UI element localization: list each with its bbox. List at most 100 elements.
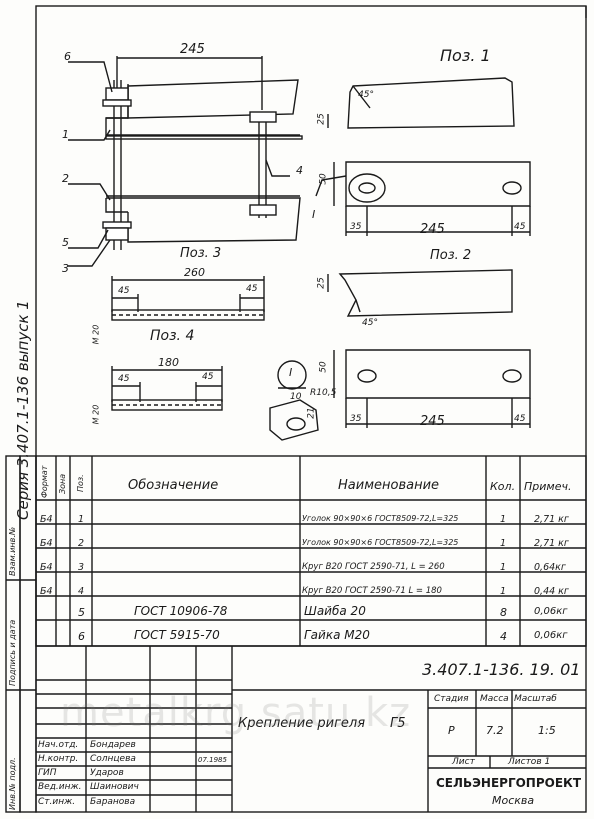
poz4-label: Поз. 4 [150,328,195,344]
cell-designation: ГОСТ 5915-70 [134,628,220,642]
org-city: Москва [492,794,535,807]
signer-role-2: Н.контр. [38,754,79,764]
callout-2: 2 [62,172,69,185]
cell-note: 0,06кг [534,606,568,617]
stage-label: Стадия [434,694,469,704]
cell-format: Б4 [40,586,53,597]
signer-role-3: ГИП [38,768,57,778]
cell-note: 2,71 кг [534,538,569,549]
cell-poz: 2 [78,538,85,549]
cell-note: 0,64кг [534,562,566,573]
cell-qty: 8 [500,606,507,619]
signer-name-4: Шаинович [90,782,139,792]
cell-name: Круг В20 ГОСТ 2590-71, L = 260 [302,562,445,572]
signer-name-1: Бондарев [90,740,136,750]
dim-50-b: 50 [318,361,329,373]
cell-note: 2,71 кг [534,514,569,525]
sign-date: 07.1985 [198,756,227,764]
cell-note: 0,06кг [534,630,568,641]
cell-qty: 1 [500,538,507,549]
cell-format: Б4 [40,562,53,573]
header-poz: Поз. [76,474,85,492]
header-zone: Зона [58,473,67,494]
dim-245-mid: 245 [420,222,445,237]
m20-a: М 20 [91,324,101,345]
dim-10: 10 [290,392,302,402]
dim-45-a: 45 [514,222,526,232]
stamp-sign-label: Подпись и дата [8,619,17,686]
cell-poz: 1 [78,514,85,525]
detail-i-circle-label: I [289,366,293,379]
signer-role-1: Нач.отд. [38,740,79,750]
cell-format: Б4 [40,514,53,525]
callout-5: 5 [62,236,69,249]
dim-35-b: 35 [350,414,362,424]
callout-6: 6 [64,50,71,63]
cell-designation: ГОСТ 10906-78 [134,604,228,618]
cell-poz: 6 [78,630,85,643]
stamp-inv-label: Инв.№ подл. [8,757,17,810]
org-name: СЕЛЬЭНЕРГОПРОЕКТ [436,776,582,790]
header-designation: Обозначение [128,478,219,493]
signer-name-2: Солнцева [90,754,136,764]
dim-50-a: 50 [318,173,329,185]
dim-25-b: 25 [316,277,327,289]
callout-1: 1 [62,128,69,141]
header-name: Наименование [338,478,440,493]
scale-value: 1:5 [538,724,556,737]
sheet-id: 3.407.1-136. 19. 01 [422,660,581,679]
poz3-label: Поз. 3 [180,246,222,261]
cell-name: Уголок 90×90×6 ГОСТ8509-72,L=325 [302,514,459,523]
cell-format: Б4 [40,538,53,549]
callout-3: 3 [62,262,69,275]
scale-label: Масштаб [514,694,557,704]
dim-180: 180 [158,356,179,369]
dim-45-c: 45 [118,286,130,296]
header-qty: Кол. [490,480,516,493]
cell-poz: 5 [78,606,85,619]
dim-25-a: 25 [316,113,327,125]
callout-4: 4 [296,164,303,177]
signer-name-3: Ударов [90,768,124,778]
dim-245-bot: 245 [420,414,445,429]
dim-21: 21 [306,407,317,419]
cell-qty: 1 [500,562,507,573]
signer-name-5: Баранова [90,797,136,807]
dim-r105: R10,5 [310,388,337,398]
cell-name: Уголок 90×90×6 ГОСТ8509-72,L=325 [302,538,459,547]
cell-note: 0,44 кг [534,586,569,597]
dim-45-e: 45 [118,374,130,384]
detail-i-ref-label: I [312,208,316,221]
m20-b: М 20 [91,404,101,425]
header-note: Примеч. [524,480,572,493]
poz1-label: Поз. 1 [440,46,491,65]
stamp-replace-label: Взам.инв.№ [8,526,17,576]
signer-role-5: Ст.инж. [38,797,76,807]
cell-poz: 4 [78,586,85,597]
angle-45-b: 45° [362,318,378,328]
sheet-label: Лист [452,757,475,767]
dim-245-top: 245 [180,42,205,57]
dim-45-f: 45 [202,372,214,382]
cell-poz: 3 [78,562,85,573]
watermark: metalkrg.satu.kz [60,690,412,736]
dim-45-d: 45 [246,284,258,294]
cell-qty: 1 [500,514,507,525]
header-format: Формат [40,465,49,498]
dim-260: 260 [184,266,205,279]
dim-35-a: 35 [350,222,362,232]
cell-qty: 4 [500,630,507,643]
dim-45-b: 45 [514,414,526,424]
cell-name: Шайба 20 [304,604,366,618]
drawing-title: Крепление ригеля [238,716,366,731]
signer-role-4: Вед.инж. [38,782,82,792]
cell-name: Гайка М20 [304,628,370,642]
cell-qty: 1 [500,586,507,597]
stage-value: Р [448,724,455,737]
drawing-mark: Г5 [390,716,406,731]
sheets-label: Листов 1 [508,757,551,767]
poz2-label: Поз. 2 [430,248,472,263]
angle-45-a: 45° [358,90,374,100]
